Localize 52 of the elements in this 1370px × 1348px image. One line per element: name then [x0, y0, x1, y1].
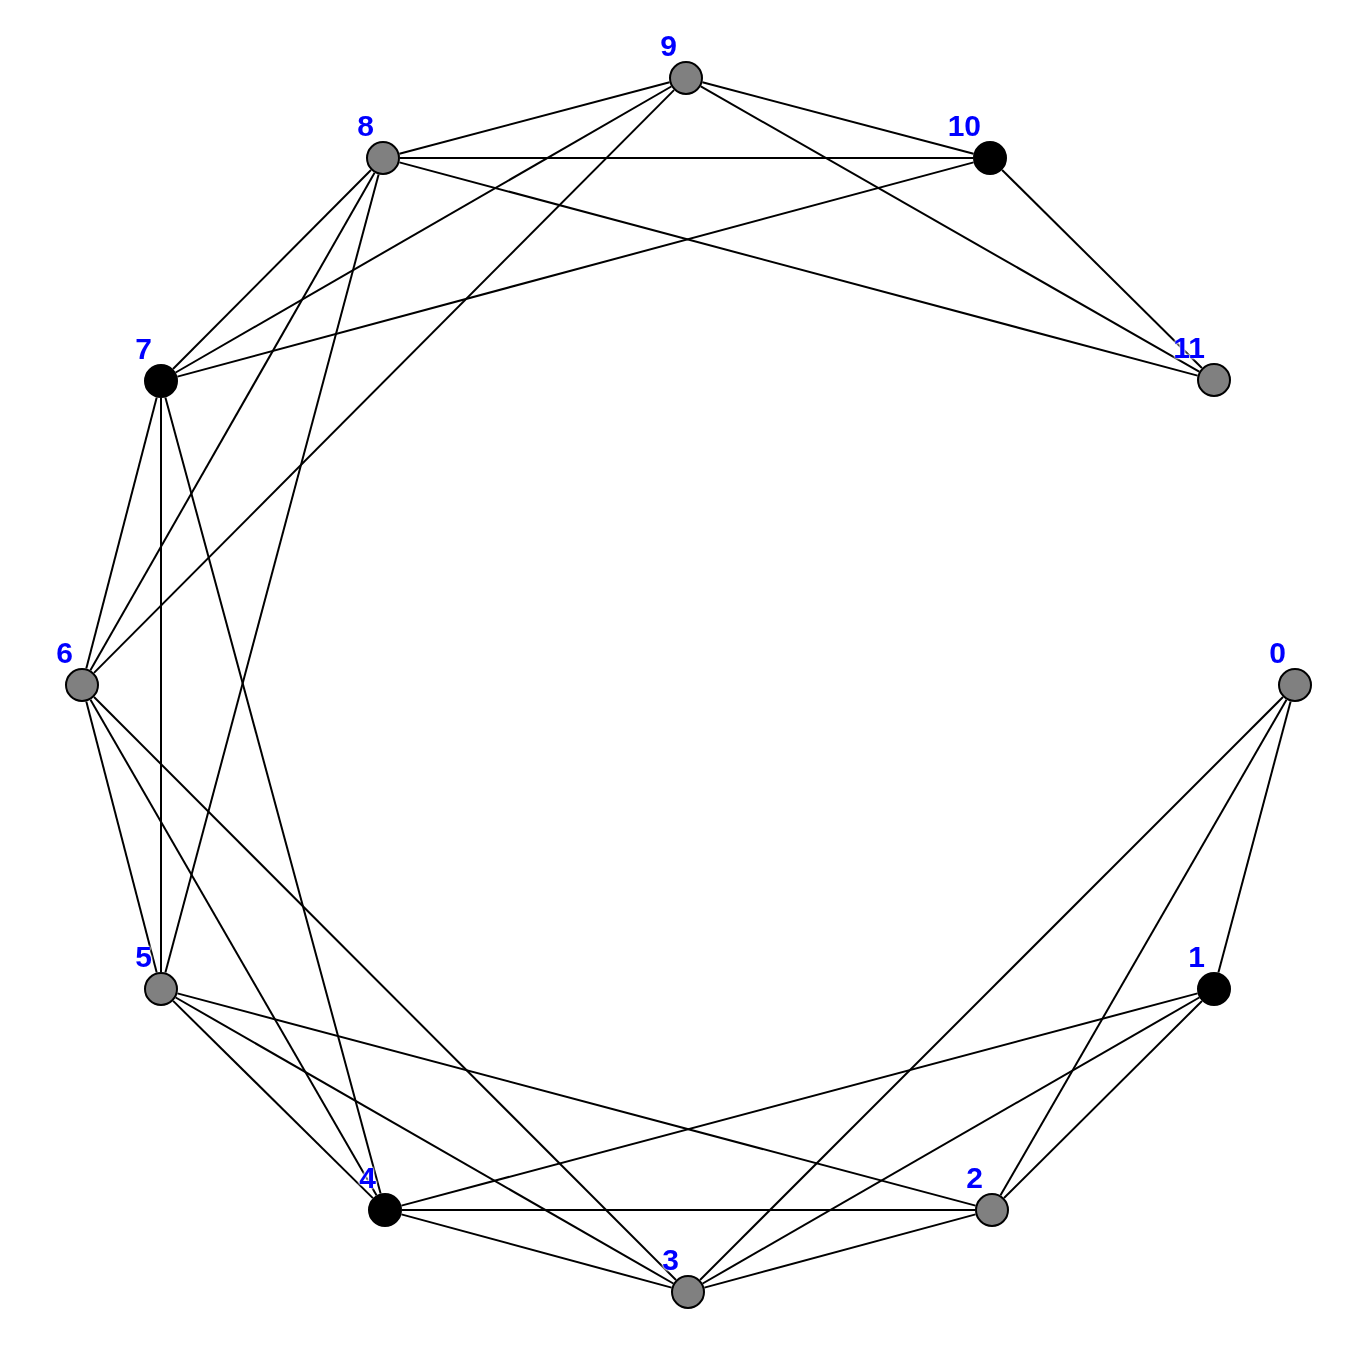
vertex-circle — [1197, 363, 1231, 397]
vertex-circle — [973, 141, 1007, 175]
edge-line — [1001, 169, 1203, 369]
vertex-circle — [1197, 972, 1231, 1006]
vertex-number: 1 — [1188, 942, 1205, 972]
edge-line — [85, 700, 158, 974]
vertex-number: 2 — [966, 1163, 983, 1193]
edge-line — [176, 992, 977, 1207]
vertex-number: 9 — [660, 31, 677, 61]
edge-line — [400, 992, 1199, 1207]
edge-line — [89, 698, 378, 1197]
vertex-number: 7 — [135, 334, 152, 364]
vertex-circle — [975, 1193, 1009, 1227]
vertex-number: 0 — [1269, 638, 1286, 668]
vertex-circle — [65, 668, 99, 702]
edge-line — [400, 1213, 673, 1289]
vertex-number: 3 — [662, 1245, 679, 1275]
edge-line — [398, 161, 1199, 377]
vertex-circle — [366, 141, 400, 175]
edge-line — [164, 396, 382, 1195]
edge-line — [93, 696, 677, 1281]
edge-line — [164, 173, 380, 974]
vertex-number: 8 — [357, 111, 374, 141]
vertex-number: 5 — [135, 942, 152, 972]
vertex-circle — [144, 972, 178, 1006]
edge-line — [399, 157, 974, 159]
edge-line — [699, 696, 1284, 1281]
edge-line — [703, 1213, 977, 1289]
vertex-number: 10 — [947, 111, 981, 141]
edge-line — [93, 89, 675, 674]
vertex-number: 6 — [56, 638, 73, 668]
edge-line — [174, 996, 675, 1285]
edge-line — [701, 81, 975, 155]
edge-line — [89, 171, 376, 672]
edge-line — [999, 698, 1288, 1197]
edge-line — [85, 396, 158, 670]
edge-line — [172, 999, 374, 1200]
edge-line — [701, 996, 1201, 1285]
vertex-circle — [669, 61, 703, 95]
edge-line — [160, 397, 162, 973]
edge-line — [174, 85, 673, 374]
edge-line — [699, 85, 1201, 373]
edge-line — [401, 1209, 976, 1211]
vertex-circle — [671, 1275, 705, 1309]
edge-line — [1217, 700, 1292, 974]
edge-line — [1003, 1000, 1203, 1199]
vertex-circle — [144, 364, 178, 398]
edge-line — [172, 169, 372, 370]
vertex-circle — [368, 1193, 402, 1227]
edge-line — [176, 161, 975, 378]
vertex-circle — [1278, 668, 1312, 702]
edge-line — [398, 81, 671, 155]
